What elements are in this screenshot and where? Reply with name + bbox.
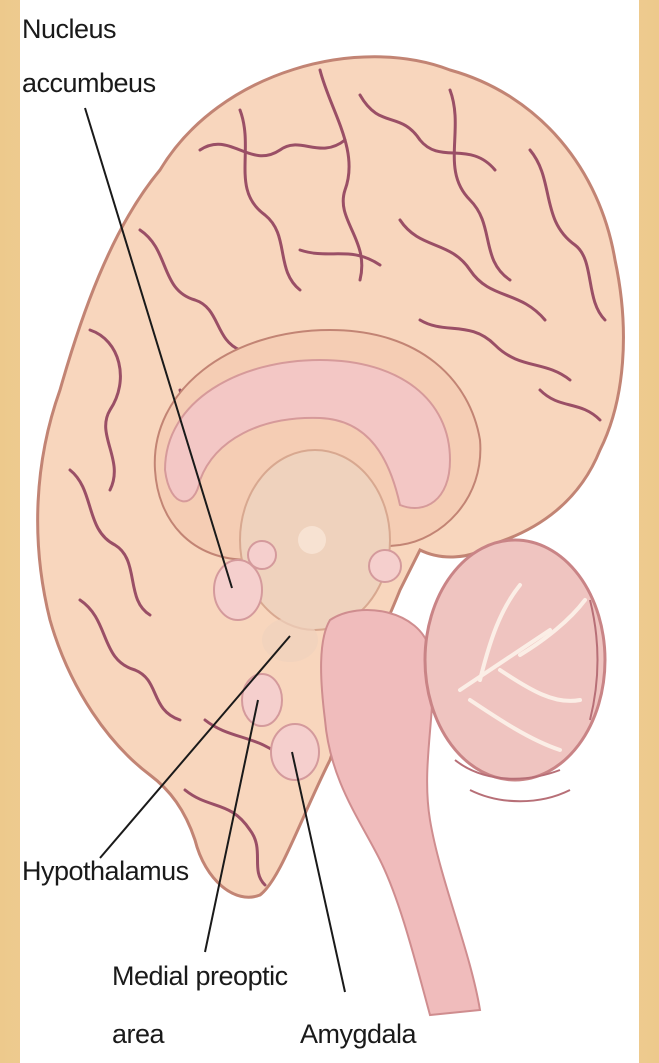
- amygdala-structure: [271, 724, 319, 780]
- septal-nodule: [248, 541, 276, 569]
- label-nucleus-accumbens-line1: Nucleus: [22, 14, 116, 44]
- mammillary-nodule: [369, 550, 401, 582]
- pineal-nodule: [298, 526, 326, 554]
- label-medial-preoptic-line2: area: [112, 1019, 166, 1049]
- nucleus-accumbens-structure: [214, 560, 262, 620]
- cerebellum: [425, 540, 605, 780]
- hypothalamus-region: [262, 618, 318, 662]
- label-medial-preoptic-line1: Medial preoptic: [112, 961, 288, 991]
- medial-preoptic-structure: [242, 674, 282, 726]
- label-amygdala: Amygdala: [300, 1019, 418, 1049]
- leader-amygdala: [292, 752, 345, 992]
- label-nucleus-accumbens-line2: accumbeus: [22, 68, 156, 98]
- label-hypothalamus: Hypothalamus: [22, 856, 189, 886]
